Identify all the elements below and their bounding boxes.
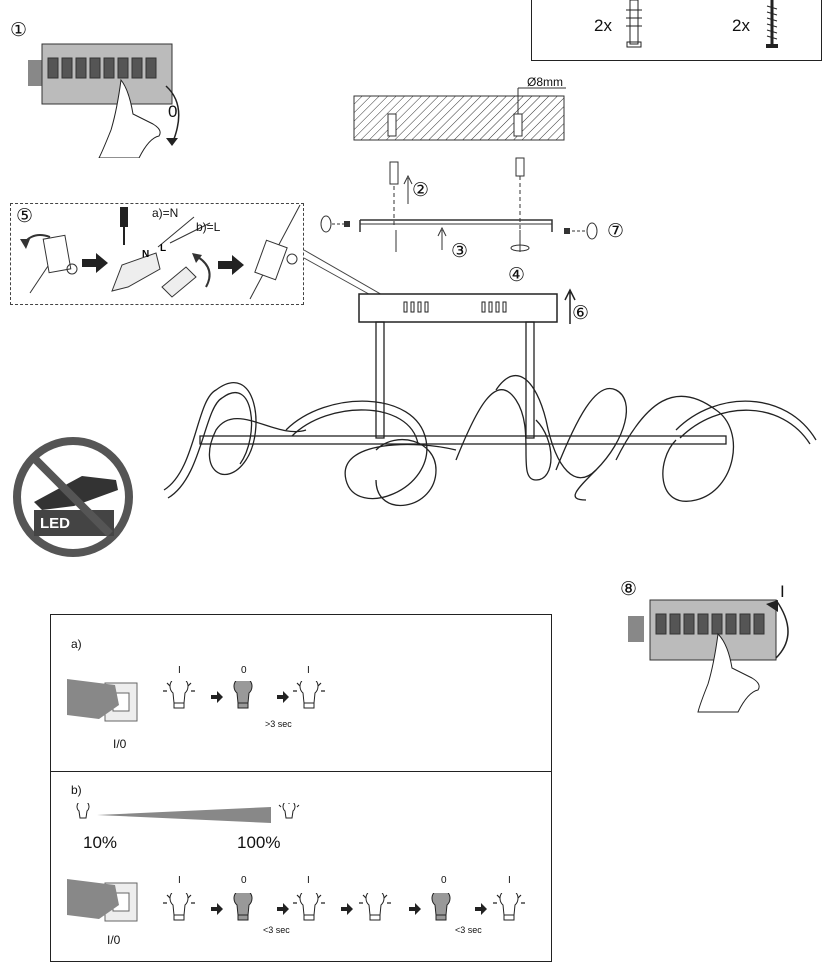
- screw-qty: 2x: [732, 16, 750, 35]
- wiring-detail-box: [10, 203, 304, 305]
- terminal-l-label: L: [160, 243, 166, 254]
- mode-b-sequence: [163, 893, 525, 921]
- mode-b-timing-2: <3 sec: [455, 925, 482, 935]
- luminaire-body: [163, 321, 817, 507]
- mode-b-state-3: I: [307, 875, 310, 886]
- dim-max-label: 100%: [237, 833, 281, 852]
- canopy: [358, 293, 558, 323]
- wall-plug-icon: [626, 0, 642, 48]
- step-7-badge: ⑦: [607, 221, 625, 242]
- wall-switch-hand-b: [67, 879, 138, 922]
- led-label: LED: [40, 515, 70, 532]
- mode-a-timing: >3 sec: [265, 719, 292, 729]
- mode-b-state-1: I: [178, 875, 181, 886]
- mode-a-tag: a): [71, 637, 82, 651]
- breaker-on-illustration: [628, 599, 789, 713]
- step-6-badge: ⑥: [572, 303, 590, 324]
- ceiling: [353, 87, 566, 141]
- mode-b-switch-caption: I/0: [107, 933, 121, 947]
- zoom-lines: [303, 249, 385, 299]
- mode-b-state-4: 0: [441, 875, 447, 886]
- dimming-bar: [76, 803, 300, 823]
- wire-l-label: b)=L: [196, 220, 221, 234]
- mode-a-switch-caption: I/0: [113, 737, 127, 751]
- no-touch-led-sign: [13, 437, 133, 557]
- mode-a-sequence: [163, 681, 325, 709]
- dim-min-label: 10%: [83, 833, 118, 852]
- wire-n-label: a)=N: [152, 206, 179, 220]
- mode-a-state-3: I: [307, 665, 310, 676]
- mode-b-state-2: 0: [241, 875, 247, 886]
- switching-modes-panel: a) I/0 I 0 I >3 sec b) 10% 100%: [50, 614, 552, 962]
- breaker-off-illustration: [28, 43, 180, 158]
- step-1-badge: ①: [10, 20, 28, 41]
- screw-icon: [766, 0, 778, 48]
- panel-divider: [51, 771, 551, 772]
- wall-switch-hand-a: [67, 679, 138, 722]
- mode-b-state-5: I: [508, 875, 511, 886]
- parts-box: 2x 2x: [531, 0, 822, 61]
- mode-a-state-1: I: [178, 665, 181, 676]
- drill-size-label: Ø8mm: [527, 75, 563, 89]
- switch-on-label: I: [780, 582, 785, 601]
- lift-arrow: [564, 288, 576, 324]
- step-3-badge: ③: [451, 241, 469, 262]
- mode-a-state-2: 0: [241, 665, 247, 676]
- step-8-badge: ⑧: [620, 579, 638, 600]
- mode-b-timing-1: <3 sec: [263, 925, 290, 935]
- mode-b-tag: b): [71, 783, 82, 797]
- switch-off-label: 0: [168, 102, 178, 121]
- step-2-badge: ②: [412, 180, 430, 201]
- step-4-badge: ④: [508, 265, 526, 286]
- terminal-n-label: N: [142, 249, 149, 260]
- wiring-illustration: N L: [20, 204, 301, 300]
- mounting-bracket: [320, 215, 598, 252]
- step-5-badge: ⑤: [16, 206, 34, 227]
- wall-plug-qty: 2x: [594, 16, 612, 35]
